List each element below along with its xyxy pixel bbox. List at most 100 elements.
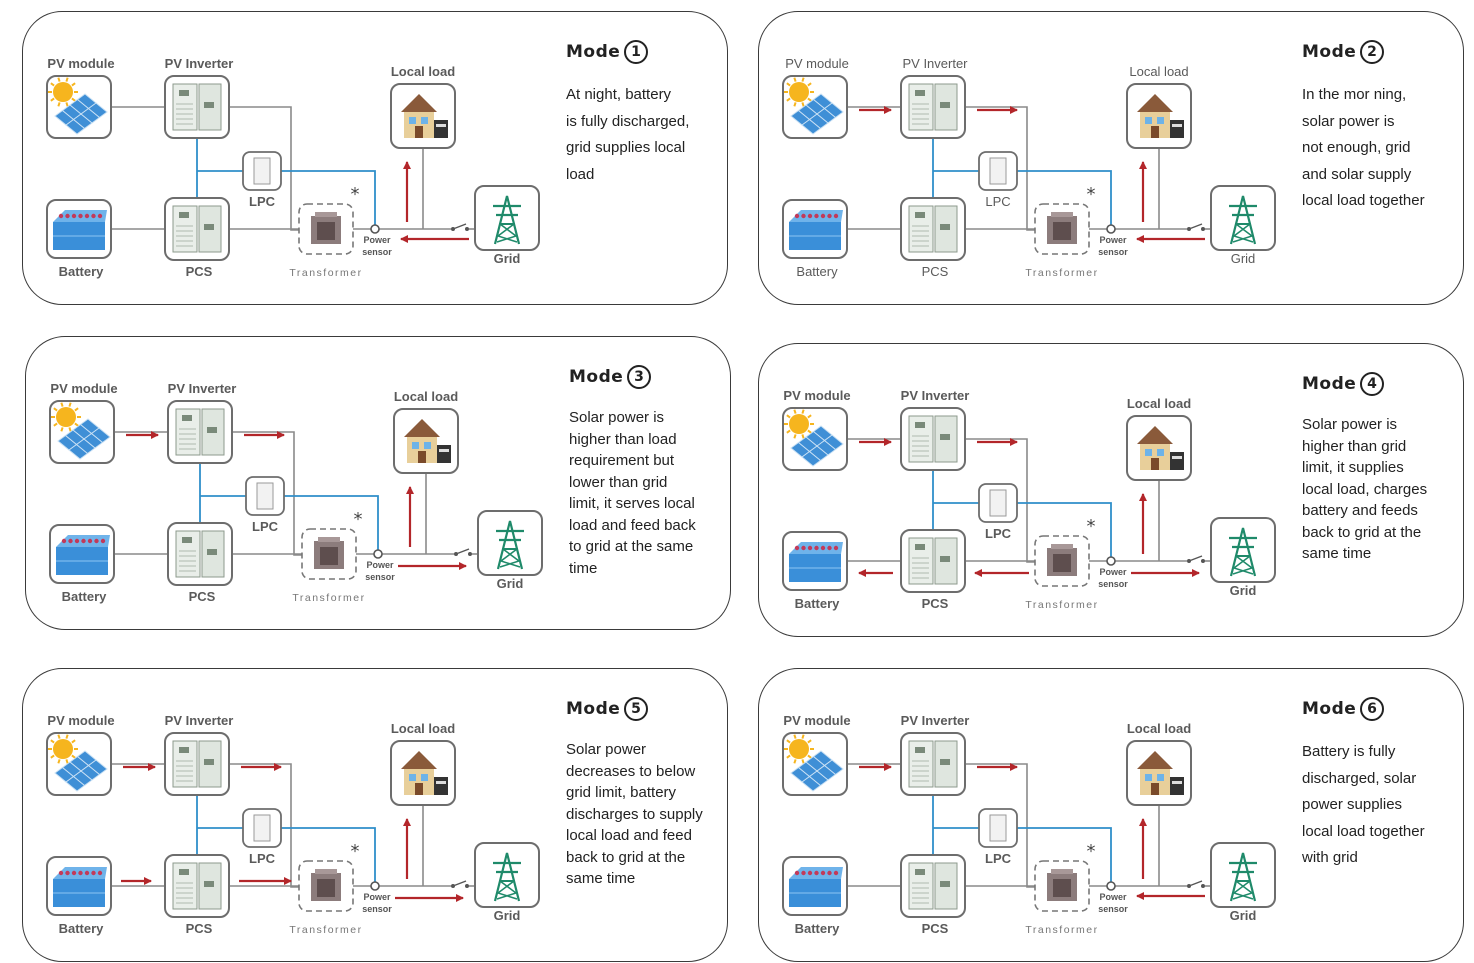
battery-label: Battery <box>795 596 841 611</box>
power-sensor-icon <box>373 549 383 559</box>
pylon-icon-frame <box>1210 842 1276 908</box>
pylon-icon-frame <box>1210 185 1276 251</box>
grid-label: Grid <box>494 251 521 266</box>
power-sensor-label: Power <box>366 560 394 570</box>
description-line: solar power is <box>1302 112 1395 130</box>
inverter-wire <box>229 763 303 888</box>
mode-number-badge: 6 <box>1360 697 1385 721</box>
comm-wire-sensor <box>284 495 379 550</box>
transformer-icon <box>298 860 354 912</box>
pv-module-icon <box>49 400 115 464</box>
transformer-label: Transformer <box>1025 267 1098 279</box>
pcs-icon <box>164 197 230 261</box>
inverter-wire <box>965 763 1039 888</box>
description-line: load and feed back <box>569 516 696 534</box>
description-line: local load together <box>1302 822 1425 840</box>
local-load-label: Local load <box>394 389 458 404</box>
comm-wire-sensor <box>1017 170 1112 225</box>
mode-title-text: Mode <box>1302 699 1357 719</box>
local-load-label: Local load <box>1127 721 1191 736</box>
inverter-icon <box>900 407 966 471</box>
description-line: lower than grid <box>569 473 668 491</box>
description-line: load <box>566 165 595 183</box>
transformer-label: Transformer <box>1025 599 1098 611</box>
mode-title-text: Mode <box>566 42 621 62</box>
mode-number-badge: 1 <box>624 40 649 64</box>
description-line: and solar supply <box>1302 165 1412 183</box>
house-icon <box>393 408 459 474</box>
power-sensor-sublabel: sensor <box>362 904 392 914</box>
power-sensor-label: Power <box>363 235 391 245</box>
pv-module-label: PV module <box>783 713 850 728</box>
note-asterisk: * <box>1087 841 1096 862</box>
power-sensor-sublabel: sensor <box>362 247 392 257</box>
description-line: Solar power is <box>1302 416 1398 433</box>
battery-label: Battery <box>62 589 108 604</box>
pv-inverter-label: PV Inverter <box>165 56 234 71</box>
description-line: back to grid at the <box>566 848 686 866</box>
power-sensor-sublabel: sensor <box>1098 579 1128 589</box>
transformer-icon <box>1034 860 1090 912</box>
grid-label: Grid <box>494 908 521 923</box>
pylon-icon <box>474 842 540 908</box>
power-sensor-icon <box>370 224 380 234</box>
grid-label: Grid <box>1230 908 1257 923</box>
pylon-icon-frame <box>1210 517 1276 583</box>
pv-module-icon <box>46 75 112 139</box>
lpc-icon <box>245 476 285 516</box>
mode-number-badge: 2 <box>1360 40 1385 64</box>
lpc-label: LPC <box>249 194 276 209</box>
pv-inverter-label: PV Inverter <box>901 713 970 728</box>
battery-icon <box>46 856 112 916</box>
description-line: At night, battery <box>566 86 672 103</box>
pcs-label: PCS <box>922 596 949 611</box>
switch-icon <box>1187 880 1205 888</box>
lpc-icon <box>978 808 1018 848</box>
local-load-label: Local load <box>1129 64 1188 79</box>
transformer-label: Transformer <box>289 924 362 936</box>
pcs-label: PCS <box>186 264 213 279</box>
mode-number-badge: 4 <box>1360 372 1385 396</box>
transformer-icon <box>301 528 357 580</box>
inverter-icon <box>900 732 966 796</box>
pv-inverter-label: PV Inverter <box>901 388 970 403</box>
pylon-icon <box>1210 185 1276 251</box>
power-sensor-icon <box>370 881 380 891</box>
description-line: battery and feeds <box>1302 502 1418 519</box>
comm-wire-sensor <box>1017 827 1112 882</box>
description-line: local load, charges <box>1302 480 1428 498</box>
description-line: discharges to supply <box>566 805 703 823</box>
house-icon <box>1126 415 1192 481</box>
transformer-icon <box>1034 203 1090 255</box>
description-line: to grid at the same <box>569 538 694 555</box>
inverter-icon <box>900 75 966 139</box>
mode-number-badge: 3 <box>627 365 652 389</box>
comm-wire-sensor <box>281 827 376 882</box>
pcs-icon <box>900 854 966 918</box>
description-line: local load and feed <box>566 827 692 844</box>
pv-module-icon <box>782 75 848 139</box>
pv-module-label: PV module <box>47 56 114 71</box>
pylon-icon <box>477 510 543 576</box>
local-load-label: Local load <box>391 64 455 79</box>
power-sensor-label: Power <box>1099 235 1127 245</box>
battery-label: Battery <box>796 264 838 279</box>
pv-inverter-label: PV Inverter <box>168 381 237 396</box>
description-line: In the mor ning, <box>1302 86 1407 103</box>
house-icon <box>390 740 456 806</box>
pcs-label: PCS <box>922 264 949 279</box>
comm-wire-sensor <box>281 170 376 225</box>
switch-icon <box>451 880 469 888</box>
pv-module-icon <box>46 732 112 796</box>
description-line: Battery is fully <box>1302 743 1396 760</box>
transformer-label: Transformer <box>289 267 362 279</box>
description-line: not enough, grid <box>1302 139 1411 156</box>
